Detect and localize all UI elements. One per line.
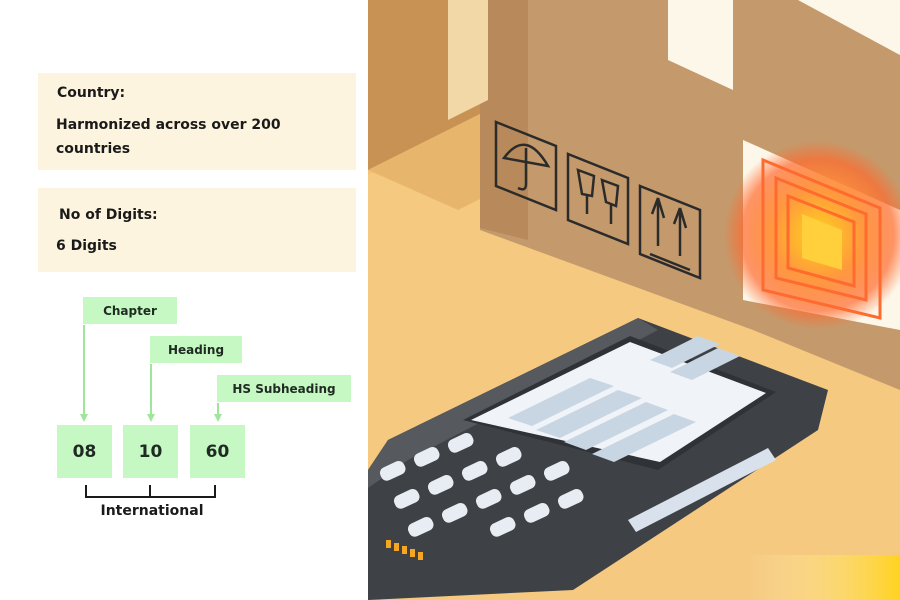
- hs-subheading-tag: HS Subheading: [217, 375, 351, 402]
- yellow-accent: [748, 555, 900, 600]
- umbrella-icon: [494, 120, 558, 212]
- country-label: Country:: [57, 85, 126, 101]
- heading-tag: Heading: [150, 336, 242, 363]
- international-bracket: [85, 485, 216, 498]
- country-value: Harmonized across over 200 countries: [56, 117, 281, 157]
- digits-card: No of Digits: 6 Digits: [38, 188, 356, 272]
- rfid-tag-icon: [723, 140, 900, 330]
- digits-value: 6 Digits: [56, 238, 117, 254]
- scanner-slot: [628, 448, 776, 532]
- fragile-glass-icon: [566, 152, 630, 246]
- heading-digits: 10: [123, 425, 178, 478]
- chapter-digits: 08: [57, 425, 112, 478]
- international-label: International: [100, 503, 204, 519]
- subheading-digits: 60: [190, 425, 245, 478]
- digits-label: No of Digits:: [59, 207, 158, 223]
- warehouse-scanner-illustration: [368, 0, 900, 600]
- chapter-tag: Chapter: [83, 297, 177, 324]
- hs-code-connectors: [80, 325, 222, 498]
- info-panel: Country: Harmonized across over 200 coun…: [0, 0, 368, 600]
- handheld-scanner: [368, 318, 828, 600]
- country-card: Country: Harmonized across over 200 coun…: [38, 73, 356, 170]
- keypad: [379, 432, 584, 537]
- this-way-up-icon: [638, 184, 702, 280]
